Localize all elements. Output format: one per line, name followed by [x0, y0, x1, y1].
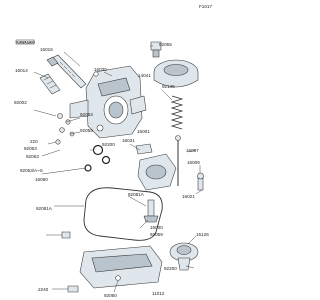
part-label[interactable]: 2240: [38, 287, 49, 292]
manufacturer-logo: KAWASAKI: [15, 39, 35, 44]
part-label[interactable]: 92200: [102, 142, 115, 147]
part-label[interactable]: 92200: [164, 266, 177, 271]
part-label[interactable]: 92063: [80, 112, 93, 117]
part-label[interactable]: 92145: [162, 84, 175, 89]
part-label[interactable]: 16021: [182, 194, 195, 199]
svg-text:KAWASAKI: KAWASAKI: [17, 40, 35, 44]
main-jet[interactable]: [143, 199, 159, 223]
top-cover[interactable]: [153, 59, 199, 88]
part-label[interactable]: 92060: [104, 293, 117, 298]
o-ring-set[interactable]: [84, 144, 111, 172]
part-label[interactable]: 92063: [24, 146, 37, 151]
part-label[interactable]: 16031: [122, 138, 135, 143]
throttle-stop-screw[interactable]: [46, 54, 87, 89]
diaphragm[interactable]: [169, 242, 199, 271]
pilot-screw-spring[interactable]: [39, 73, 61, 95]
part-label[interactable]: 16007: [186, 148, 199, 153]
part-label[interactable]: 92063/A~S: [20, 168, 43, 173]
leader-lines: [33, 45, 203, 293]
part-label[interactable]: 92002: [14, 100, 27, 105]
part-label[interactable]: 92081A: [128, 192, 145, 197]
idle-adjuster[interactable]: [197, 172, 204, 191]
drain-screw[interactable]: [62, 285, 79, 293]
part-label[interactable]: 16001: [137, 129, 150, 134]
part-label[interactable]: 16000: [150, 225, 163, 230]
part-label[interactable]: 16030: [94, 67, 107, 72]
part-label[interactable]: 92055: [80, 128, 93, 133]
part-label[interactable]: 16090: [35, 177, 48, 182]
carburetor-body[interactable]: [69, 65, 147, 139]
float-chamber-gasket[interactable]: [83, 187, 163, 241]
jet-needle[interactable]: [175, 135, 181, 187]
return-spring[interactable]: [170, 95, 184, 130]
page-code: F1017: [199, 4, 212, 9]
bowl-screw[interactable]: [56, 231, 71, 239]
part-label[interactable]: 16016: [40, 47, 53, 52]
parts-diagram: F1017 KAWASAKI: [14, 4, 212, 298]
part-label[interactable]: 92063: [26, 154, 39, 159]
part-label[interactable]: 92081A: [36, 206, 53, 211]
float[interactable]: [135, 143, 177, 191]
part-label[interactable]: 16014: [15, 68, 28, 73]
part-label[interactable]: 16126: [196, 232, 209, 237]
part-label[interactable]: 11012: [152, 291, 165, 296]
part-label[interactable]: 14041: [138, 73, 151, 78]
part-label[interactable]: 92059: [150, 232, 163, 237]
cap-screw[interactable]: [150, 41, 162, 58]
part-label[interactable]: 220: [30, 139, 38, 144]
float-bowl[interactable]: [79, 245, 163, 289]
part-label[interactable]: 92055: [159, 42, 172, 47]
part-label[interactable]: 16009: [187, 160, 200, 165]
